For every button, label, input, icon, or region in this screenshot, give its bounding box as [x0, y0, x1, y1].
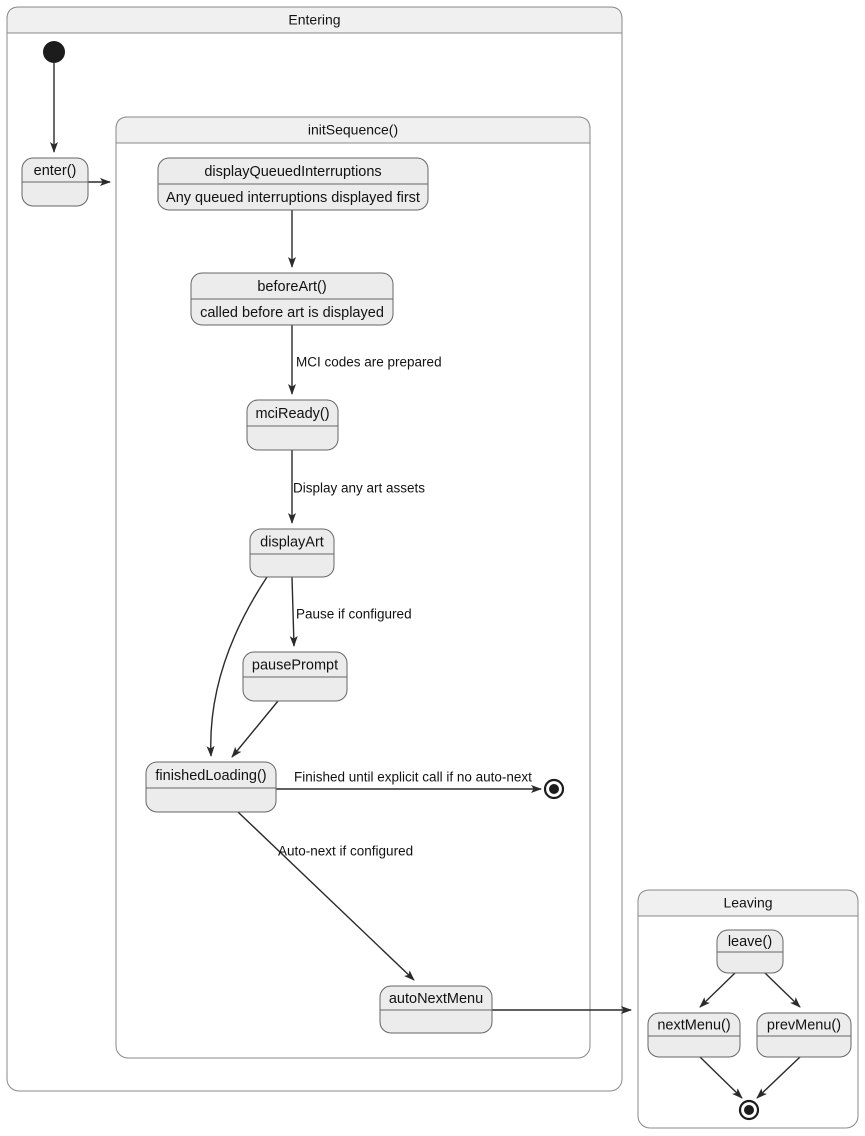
state-prevMenu[interactable]: prevMenu() — [756, 1012, 852, 1058]
state-body — [145, 761, 277, 813]
transition-t-nextmenu-final[interactable] — [699, 1056, 743, 1099]
state-pausePrompt[interactable]: pausePrompt — [242, 651, 348, 702]
transition-label-t-displayart-pauseprompt: Pause if configured — [296, 607, 412, 622]
state-title: pausePrompt — [252, 657, 338, 673]
composite-header — [115, 116, 591, 144]
state-title: leave() — [728, 934, 772, 950]
state-autoNextMenu[interactable]: autoNextMenu — [379, 985, 493, 1034]
transition-t-displayart-pauseprompt[interactable] — [289, 576, 298, 647]
transition-label-t-finishedloading-autonextmenu: Auto-next if configured — [278, 844, 413, 859]
transition-t-finishedloading-autonextmenu[interactable] — [237, 811, 415, 981]
final-node-core-icon — [549, 784, 559, 794]
composite-title: initSequence() — [308, 122, 398, 138]
state-enter[interactable]: enter() — [21, 157, 89, 207]
state-title: autoNextMenu — [389, 991, 483, 1007]
state-title: finishedLoading() — [155, 768, 266, 784]
composite-title: Entering — [288, 12, 340, 28]
composite-body — [115, 116, 591, 1059]
state-body — [647, 1012, 741, 1058]
transition-label-t-finishedloading-final: Finished until explicit call if no auto-… — [294, 770, 532, 785]
state-body — [249, 528, 335, 578]
transition-label-t-mciready-displayart: Display any art assets — [293, 481, 425, 496]
state-title: prevMenu() — [767, 1017, 841, 1033]
initial-node-icon — [43, 41, 65, 63]
composite-header — [6, 6, 623, 34]
state-body — [756, 1012, 852, 1058]
initial-state-initial-entering[interactable] — [43, 41, 65, 63]
state-title: mciReady() — [255, 406, 329, 422]
transition-label-t-beforeart-mciready: MCI codes are prepared — [296, 355, 442, 370]
composite-state-leaving[interactable]: Leaving — [637, 889, 859, 1129]
transitions-layer — [50, 63, 801, 1099]
state-title: enter() — [34, 163, 77, 179]
state-description: Any queued interruptions displayed first — [166, 190, 420, 206]
transition-t-leave-prevmenu[interactable] — [764, 972, 801, 1008]
state-displayArt[interactable]: displayArt — [249, 528, 335, 578]
state-description: called before art is displayed — [200, 305, 384, 321]
composite-state-initsequence[interactable]: initSequence() — [115, 116, 591, 1059]
transition-t-pauseprompt-finishedloading[interactable] — [231, 700, 279, 758]
final-state-final-initsequence[interactable] — [543, 778, 565, 800]
composite-header — [637, 889, 859, 917]
state-title: displayArt — [260, 534, 324, 550]
state-body — [246, 399, 339, 451]
state-title: displayQueuedInterruptions — [204, 164, 381, 180]
transition-t-displayart-finishedloading[interactable] — [206, 576, 268, 757]
state-mciReady[interactable]: mciReady() — [246, 399, 339, 451]
state-title: beforeArt() — [257, 279, 326, 295]
state-finishedLoading[interactable]: finishedLoading() — [145, 761, 277, 813]
state-title: nextMenu() — [657, 1017, 730, 1033]
state-beforeArt[interactable]: beforeArt() called before art is displaye… — [190, 272, 394, 326]
composite-title: Leaving — [723, 895, 772, 911]
transition-t-prevmenu-final[interactable] — [756, 1056, 801, 1099]
pseudostates-layer — [43, 41, 760, 1121]
transition-t-leave-nextmenu[interactable] — [699, 972, 736, 1008]
composite-body — [637, 889, 859, 1129]
state-nextMenu[interactable]: nextMenu() — [647, 1012, 741, 1058]
final-node-core-icon — [744, 1105, 754, 1115]
state-leave[interactable]: leave() — [716, 929, 784, 974]
final-state-final-leaving[interactable] — [738, 1099, 760, 1121]
